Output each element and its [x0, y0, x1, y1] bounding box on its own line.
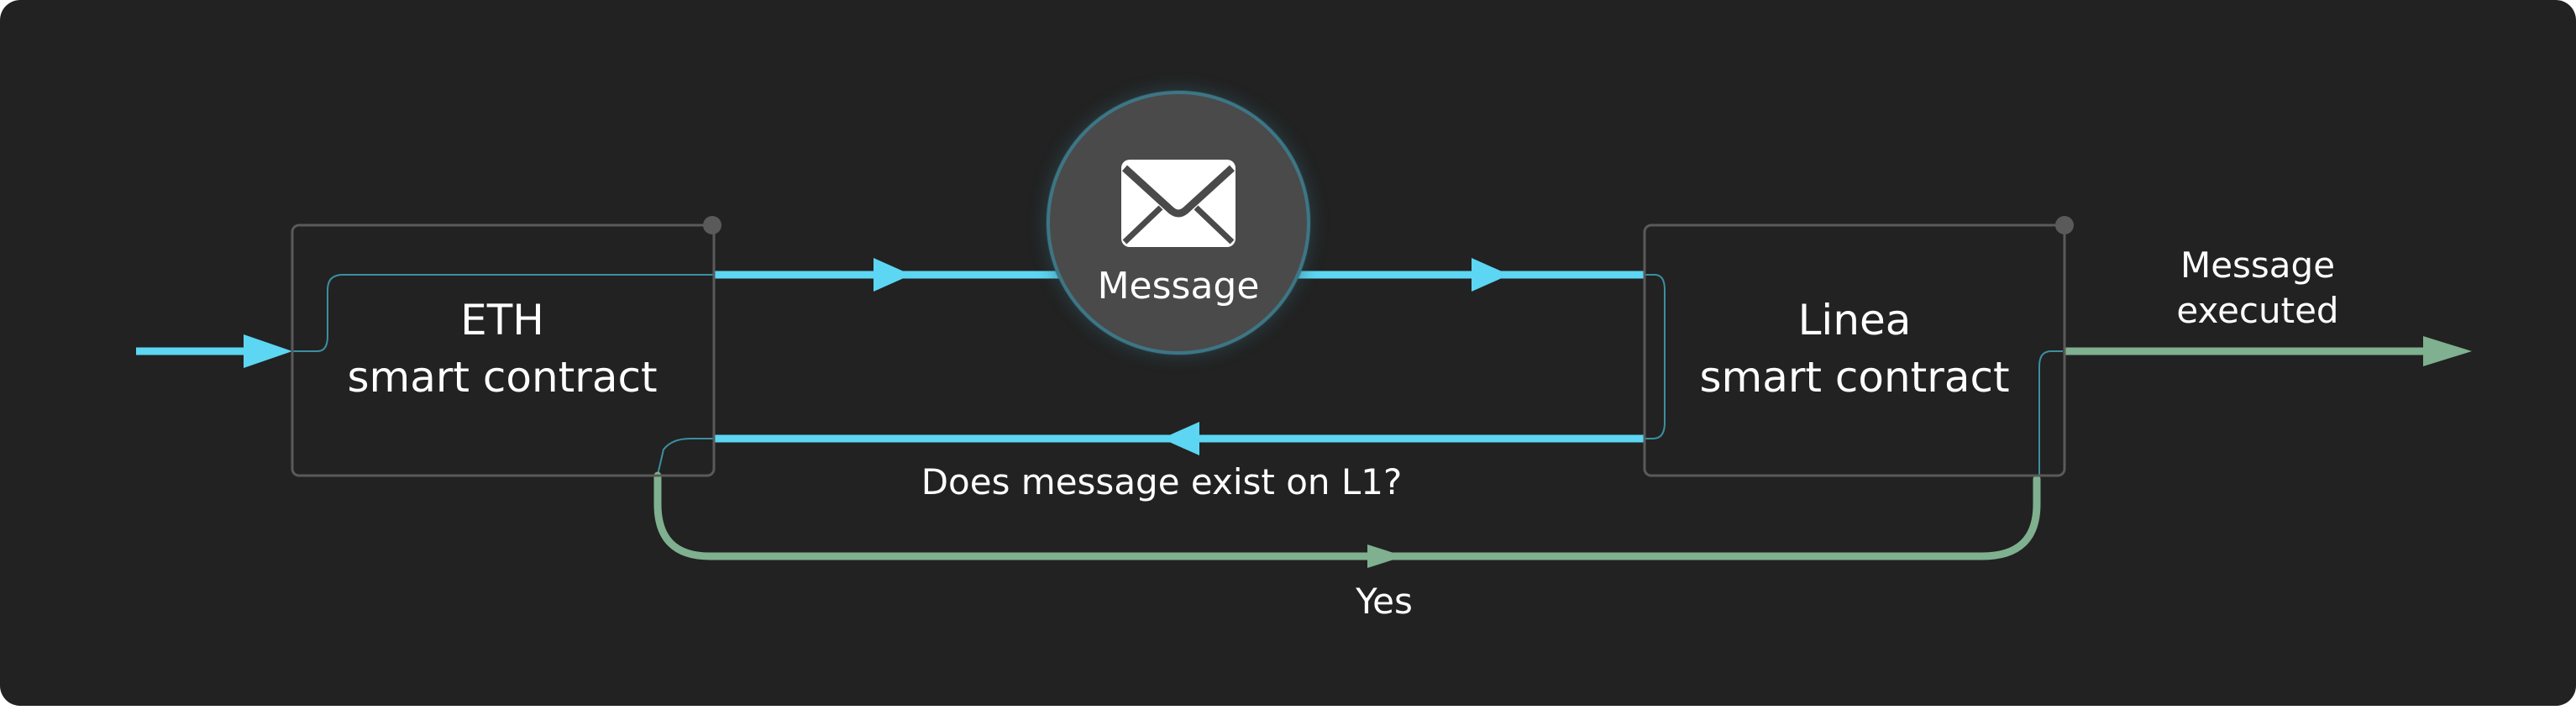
- message-to-linea-arrowhead: [1472, 258, 1509, 292]
- eth-inner-connector-in: [292, 274, 714, 352]
- eth-node-box: [291, 224, 716, 477]
- query-label: Does message exist on L1?: [921, 461, 1403, 502]
- linea-node-subtitle: smart contract: [1699, 353, 2009, 402]
- eth-node-title: ETH: [460, 296, 544, 344]
- envelope-icon: [1121, 160, 1236, 247]
- linea-inner-connector-top: [1645, 274, 1666, 439]
- green-yes-path: [653, 347, 2432, 560]
- thin-connectors: [292, 274, 2063, 479]
- message-label: Message: [1098, 265, 1260, 308]
- eth-to-message-arrowhead: [874, 258, 911, 292]
- message-node: Message: [1046, 90, 1311, 355]
- linea-smart-contract-node: Linea smart contract: [1643, 216, 2074, 477]
- eth-smart-contract-node: ETH smart contract: [291, 216, 721, 477]
- yes-arrowhead: [1367, 544, 1404, 568]
- eth-node-subtitle: smart contract: [347, 353, 657, 402]
- yes-label: Yes: [1355, 581, 1413, 622]
- eth-inner-connector-return: [657, 438, 714, 476]
- executed-arrowhead: [2423, 336, 2472, 366]
- eth-node-corner-dot: [703, 216, 721, 234]
- executed-label-line2: executed: [2176, 290, 2338, 331]
- linea-node-title: Linea: [1798, 296, 1912, 344]
- linea-node-box: [1643, 224, 2066, 477]
- linea-node-corner-dot: [2055, 216, 2074, 234]
- yes-loop-line: [653, 471, 2041, 560]
- linea-inner-connector-out: [2038, 350, 2063, 479]
- query-return-arrowhead: [1162, 422, 1199, 455]
- input-arrowhead: [244, 334, 292, 368]
- executed-label-line1: Message: [2180, 245, 2335, 286]
